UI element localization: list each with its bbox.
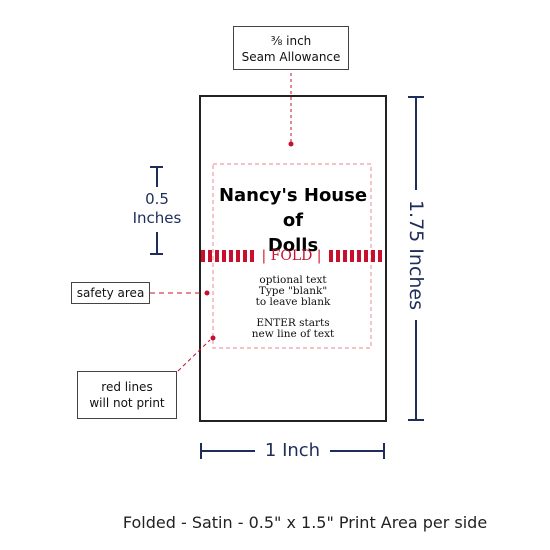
safety-area-callout: safety area bbox=[71, 282, 150, 304]
label-title: Nancy's House of Dolls bbox=[206, 183, 380, 258]
label-title-line2: Dolls bbox=[267, 235, 319, 256]
caption: Folded - Satin - 0.5" x 1.5" Print Area … bbox=[122, 513, 488, 532]
seam-allowance-callout: ⅜ inch Seam Allowance bbox=[233, 26, 349, 70]
seam-callout-line1: ⅜ inch bbox=[270, 34, 312, 48]
optional-text-block: optional text Type "blank" to leave blan… bbox=[210, 275, 376, 308]
seam-leader-dot bbox=[288, 141, 294, 147]
red-lines-leader-dot bbox=[210, 335, 216, 341]
safety-area-border bbox=[212, 163, 372, 349]
fold-stripe-right bbox=[329, 250, 382, 262]
red-lines-leader-line bbox=[177, 339, 211, 372]
safety-leader-dot bbox=[204, 290, 210, 296]
optional-line-3: to leave blank bbox=[255, 296, 331, 308]
half-inch-value: 0.5 bbox=[145, 190, 169, 208]
optional-line-2: Type "blank" bbox=[258, 285, 328, 297]
fold-stripe-left bbox=[201, 250, 254, 262]
optional-line-1: optional text bbox=[259, 274, 327, 286]
height-label: 1.75 Inches bbox=[405, 199, 427, 311]
enter-line-1: ENTER starts bbox=[256, 317, 330, 329]
width-label: 1 Inch bbox=[264, 440, 321, 461]
enter-text-block: ENTER starts new line of text bbox=[210, 318, 376, 340]
half-inch-unit: Inches bbox=[132, 209, 182, 227]
label-title-line1: Nancy's House of bbox=[218, 185, 368, 231]
red-lines-line1: red lines bbox=[101, 380, 153, 394]
width-dimension bbox=[200, 443, 385, 459]
label-outline bbox=[199, 95, 387, 422]
seam-callout-line2: Seam Allowance bbox=[241, 50, 341, 64]
half-inch-label: 0.5 Inches bbox=[125, 190, 189, 228]
half-inch-dimension bbox=[150, 166, 163, 255]
enter-line-2: new line of text bbox=[251, 328, 335, 340]
red-lines-callout: red lines will not print bbox=[77, 371, 177, 419]
height-dimension bbox=[408, 96, 424, 421]
fold-label: | FOLD | bbox=[261, 248, 322, 264]
red-lines-line2: will not print bbox=[89, 396, 165, 410]
